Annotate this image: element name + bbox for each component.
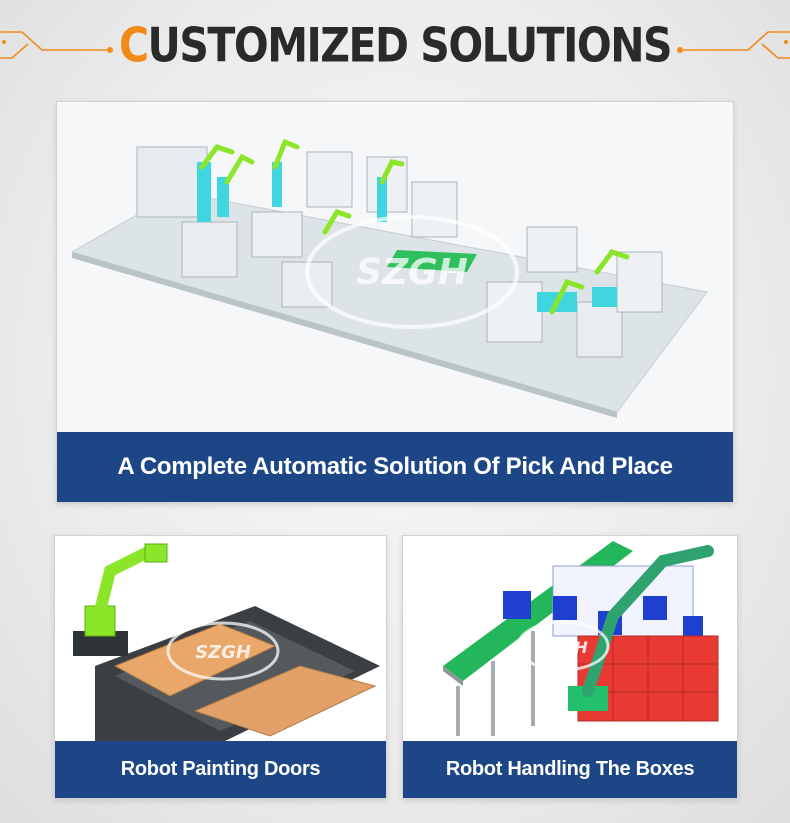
circuit-line-left-icon bbox=[0, 31, 113, 59]
palletizing-robot-image: SZGH bbox=[403, 536, 737, 741]
painting-doors-card[interactable]: SZGH Robot Painting Doors bbox=[54, 535, 387, 799]
page-title: CUSTOMIZED SOLUTIONS bbox=[0, 18, 790, 73]
right-caption: Robot Handling The Boxes bbox=[403, 741, 737, 798]
circuit-line-right-icon bbox=[677, 31, 790, 59]
left-watermark: SZGH bbox=[195, 642, 251, 663]
main-solution-card[interactable]: SZGH A Complete Automatic Solution Of Pi… bbox=[56, 101, 734, 503]
painting-robot-image: SZGH bbox=[55, 536, 386, 741]
handling-boxes-card[interactable]: SZGH Robot Handling The Boxes bbox=[402, 535, 738, 799]
right-watermark: SZGH bbox=[538, 638, 588, 657]
factory-layout-image: SZGH bbox=[57, 102, 733, 432]
page-title-accent-letter: C bbox=[118, 18, 149, 74]
page-title-text: USTOMIZED SOLUTIONS bbox=[147, 18, 673, 74]
header: CUSTOMIZED SOLUTIONS bbox=[0, 0, 790, 92]
left-caption: Robot Painting Doors bbox=[55, 741, 386, 798]
main-watermark: SZGH bbox=[356, 252, 468, 293]
main-caption: A Complete Automatic Solution Of Pick An… bbox=[57, 432, 733, 502]
